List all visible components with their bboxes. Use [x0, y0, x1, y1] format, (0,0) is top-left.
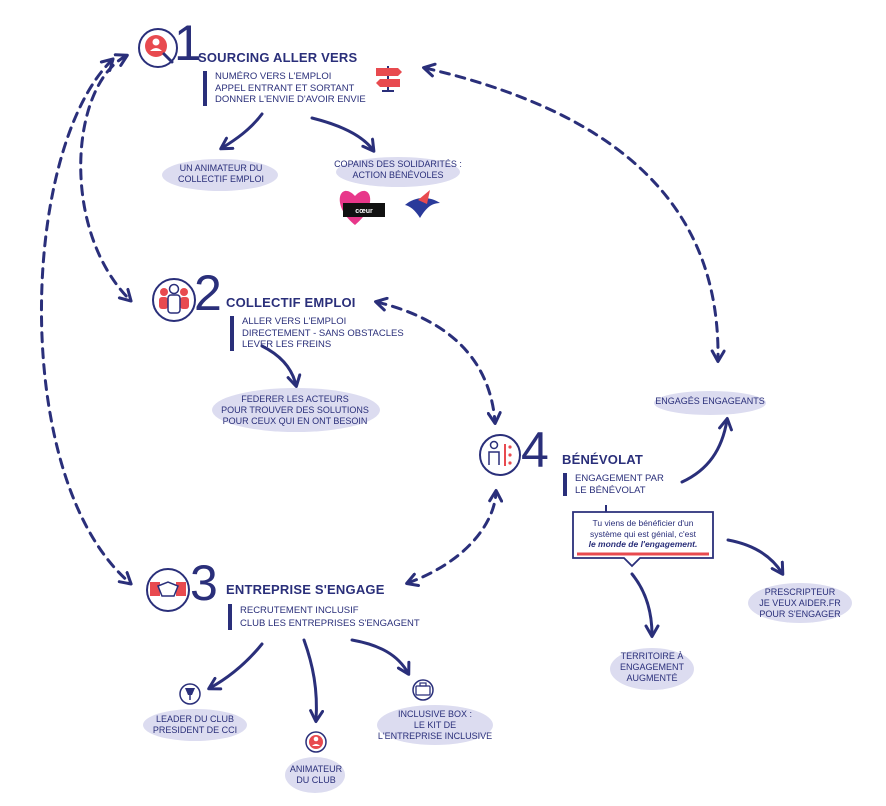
step-1-description: NUMÉRO VERS L'EMPLOI APPEL ENTRANT ET SO…: [203, 71, 366, 106]
leaf-line: COLLECTIF EMPLOI: [177, 174, 265, 184]
step-1-number: 1: [174, 15, 202, 71]
leaf-line: FEDERER LES ACTEURS: [241, 394, 349, 404]
leaf-federer: FEDERER LES ACTEURS POUR TROUVER DES SOL…: [210, 394, 380, 427]
leaf-line: ACTION BÉNÉVOLES: [352, 170, 444, 180]
solid-connectors: [207, 112, 785, 723]
step-1-icon: [138, 28, 178, 68]
leaf-line: LEADER DU CLUB: [155, 714, 235, 724]
step-2-line: LEVER LES FREINS: [242, 339, 332, 350]
secours-populaire-logo: [405, 190, 440, 218]
leaf-engages: ENGAGÉS ENGAGEANTS: [655, 396, 765, 407]
leaf-line: INCLUSIVE BOX :: [397, 709, 473, 719]
dashed-arrow-1-3: [40, 57, 133, 586]
step-2-line: DIRECTEMENT - SANS OBSTACLES: [242, 327, 404, 339]
leaf-animateur-collectif: UN ANIMATEUR DU COLLECTIF EMPLOI: [166, 163, 276, 185]
callout-line: système qui est génial, c'est: [589, 528, 697, 539]
step-4-number: 4: [521, 422, 549, 478]
step-1-line: APPEL ENTRANT ET SORTANT: [215, 82, 355, 94]
step-4-icon: [479, 434, 521, 476]
step-2-title: COLLECTIF EMPLOI: [226, 295, 356, 310]
leaf-line: PRESIDENT DE CCI: [152, 725, 238, 735]
leaf-line: LE KIT DE: [413, 720, 457, 730]
step-3-line: RECRUTEMENT INCLUSIF: [240, 605, 359, 616]
leaf-line: ENGAGEMENT: [619, 662, 684, 672]
briefcase-icon: [412, 679, 434, 701]
arrow-to-leader: [207, 642, 264, 691]
arrow-to-animateur-club: [302, 638, 325, 723]
step-4-line: LE BÉNÉVOLAT: [575, 484, 646, 496]
leaf-leader: LEADER DU CLUB PRESIDENT DE CCI: [140, 714, 250, 736]
leaf-territoire: TERRITOIRE À ENGAGEMENT AUGMENTÉ: [607, 651, 697, 684]
leaf-line: TERRITOIRE À: [620, 651, 684, 661]
leaf-animateur-club: ANIMATEUR DU CLUB: [276, 764, 356, 786]
signpost-icon: [376, 66, 402, 92]
trophy-icon: [179, 683, 201, 705]
leaf-line: PRESCRIPTEUR: [764, 587, 836, 597]
leaf-line: JE VEUX AIDER.FR: [759, 598, 841, 608]
callout-text: Tu viens de bénéficier d'un système qui …: [575, 518, 711, 550]
person-icon: [305, 731, 327, 753]
dashed-arrow-3-4: [405, 489, 504, 587]
leaf-line: AUGMENTÉ: [626, 673, 678, 683]
step-2-description: ALLER VERS L'EMPLOI DIRECTEMENT - SANS O…: [230, 316, 404, 351]
step-1-line: NUMÉRO VERS L'EMPLOI: [215, 71, 332, 82]
callout-box: [572, 505, 714, 568]
leaf-line: UN ANIMATEUR DU: [179, 163, 263, 173]
arrow-to-copains: [310, 116, 376, 153]
step-3-title: ENTREPRISE S'ENGAGE: [226, 582, 385, 597]
restos-du-coeur-logo: cœur: [339, 190, 385, 225]
step-4-title: BÉNÉVOLAT: [562, 452, 644, 467]
step-3-icon: [146, 568, 190, 612]
step-1-line: DONNER L'ENVIE D'AVOIR ENVIE: [215, 94, 366, 105]
step-1-title: SOURCING ALLER VERS: [198, 50, 358, 65]
arrow-to-prescripteur: [726, 538, 785, 576]
leaf-line: ANIMATEUR: [289, 764, 343, 774]
leaf-line: DU CLUB: [296, 775, 336, 785]
arrow-to-engages: [680, 417, 733, 484]
leaf-inclusive-box: INCLUSIVE BOX : LE KIT DE L'ENTREPRISE I…: [375, 709, 495, 742]
dashed-arrow-2-4: [374, 296, 502, 425]
arrow-to-territoire: [630, 572, 660, 638]
leaf-line: L'ENTREPRISE INCLUSIVE: [377, 731, 493, 741]
leaf-line: POUR S'ENGAGER: [759, 609, 841, 619]
leaf-line: COPAINS DES SOLIDARITÉS :: [334, 159, 462, 169]
arrow-to-federer: [260, 344, 302, 388]
step-2-number: 2: [194, 265, 222, 321]
leaf-line: ENGAGÉS ENGAGEANTS: [655, 396, 765, 406]
label-clouds: [143, 157, 852, 793]
step-3-description: RECRUTEMENT INCLUSIF CLUB LES ENTREPRISE…: [228, 604, 420, 630]
step-3-number: 3: [190, 555, 218, 611]
svg-text:cœur: cœur: [355, 208, 373, 215]
arrow-to-inclusive-box: [350, 638, 411, 676]
step-4-description: ENGAGEMENT PAR LE BÉNÉVOLAT: [563, 473, 664, 496]
leaf-line: POUR CEUX QUI EN ONT BESOIN: [222, 416, 368, 426]
callout-line: Tu viens de bénéficier d'un: [592, 518, 694, 528]
step-3-line: CLUB LES ENTREPRISES S'ENGAGENT: [240, 618, 420, 629]
leaf-prescripteur: PRESCRIPTEUR JE VEUX AIDER.FR POUR S'ENG…: [745, 587, 855, 620]
leaf-copains: COPAINS DES SOLIDARITÉS : ACTION BÉNÉVOL…: [328, 159, 468, 181]
dashed-arrow-1-engages: [422, 62, 726, 363]
step-4-line: ENGAGEMENT PAR: [575, 473, 664, 484]
leaf-line: POUR TROUVER DES SOLUTIONS: [221, 405, 369, 415]
step-2-icon: [152, 278, 196, 322]
step-2-line: ALLER VERS L'EMPLOI: [242, 316, 347, 327]
callout-emphasis: le monde de l'engagement.: [588, 539, 698, 549]
arrow-to-animateur-collectif: [219, 112, 264, 151]
dashed-connectors: [40, 53, 726, 587]
